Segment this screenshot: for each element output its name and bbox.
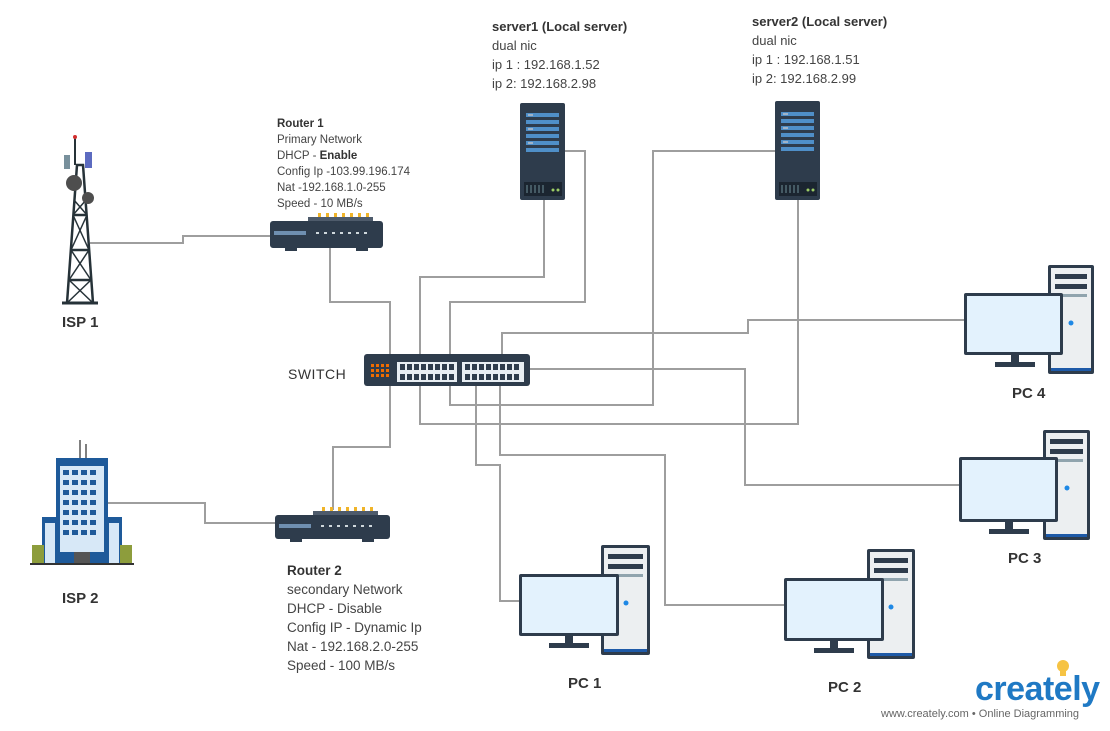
router1-dhcp-label: DHCP - (277, 150, 320, 162)
server1-line-nic: dual nic (492, 38, 537, 53)
connection-wires (90, 150, 966, 606)
server2-line-ip2: ip 2: 192.168.2.99 (752, 71, 857, 86)
router2-info: Router 2 secondary Network DHCP - Disabl… (287, 561, 422, 675)
wire-server2-nic2 (419, 199, 799, 425)
isp2-label: ISP 2 (62, 590, 99, 607)
router2-device-icon (275, 507, 390, 542)
wire-server2-nic1 (449, 150, 776, 406)
router1-line-network: Primary Network (277, 134, 362, 146)
pc1-computer-icon (519, 545, 650, 655)
server2-info: server2 (Local server) dual nic ip 1 : 1… (752, 12, 887, 88)
router1-dhcp-value: Enable (319, 150, 358, 162)
server2-line-nic: dual nic (752, 33, 797, 48)
router1-device-icon (270, 213, 383, 251)
router1-title: Router 1 (277, 118, 324, 130)
isp2-building-icon (30, 440, 134, 565)
lightbulb-icon (1057, 660, 1069, 676)
router2-line-network: secondary Network (287, 582, 403, 597)
server2-title: server2 (Local server) (752, 14, 888, 29)
isp1-tower-icon (62, 135, 98, 305)
creately-tagline: www.creately.com • Online Diagramming (881, 708, 1080, 720)
pc2-label: PC 2 (828, 679, 862, 696)
wire-router2-switch (332, 384, 391, 510)
pc2-computer-icon (784, 549, 915, 659)
router1-line-config: Config Ip -103.99.196.174 (277, 166, 410, 178)
router2-line-config: Config IP - Dynamic Ip (287, 620, 422, 635)
server2-line-ip1: ip 1 : 192.168.1.51 (752, 52, 860, 67)
pc4-computer-icon (964, 265, 1094, 374)
server1-title: server1 (Local server) (492, 19, 628, 34)
switch-device-icon (364, 354, 530, 386)
pc3-label: PC 3 (1008, 550, 1042, 567)
wire-pc2 (499, 384, 786, 606)
router2-line-speed: Speed - 100 MB/s (287, 658, 396, 673)
creately-logo: creately (975, 670, 1100, 708)
router1-info: Router 1 Primary Network DHCP - Enable C… (277, 116, 410, 212)
server1-tower-icon (520, 103, 565, 200)
wire-pc4 (501, 319, 966, 358)
switch-label: SWITCH (288, 366, 347, 382)
pc1-label: PC 1 (568, 675, 602, 692)
isp1-label: ISP 1 (62, 314, 99, 331)
router1-line-nat: Nat -192.168.1.0-255 (277, 182, 386, 194)
pc3-computer-icon (959, 430, 1090, 540)
wire-router1-switch (329, 248, 391, 358)
wire-isp1-router1 (90, 235, 272, 244)
router2-line-nat: Nat - 192.168.2.0-255 (287, 639, 419, 654)
router1-line-speed: Speed - 10 MB/s (277, 198, 363, 210)
server2-tower-icon (775, 101, 820, 200)
wire-pc3 (528, 368, 962, 486)
wire-isp2-router2 (108, 502, 277, 524)
server1-line-ip2: ip 2: 192.168.2.98 (492, 76, 597, 91)
wire-server1-nic2 (449, 150, 586, 358)
router2-line-dhcp: DHCP - Disable (287, 601, 383, 616)
router1-line-dhcp: DHCP - Enable (277, 148, 410, 164)
server1-line-ip1: ip 1 : 192.168.1.52 (492, 57, 600, 72)
wire-pc1 (475, 384, 520, 602)
router2-title: Router 2 (287, 563, 342, 578)
pc4-label: PC 4 (1012, 385, 1046, 402)
server1-info: server1 (Local server) dual nic ip 1 : 1… (492, 17, 627, 93)
wire-server1-nic1 (419, 199, 545, 358)
